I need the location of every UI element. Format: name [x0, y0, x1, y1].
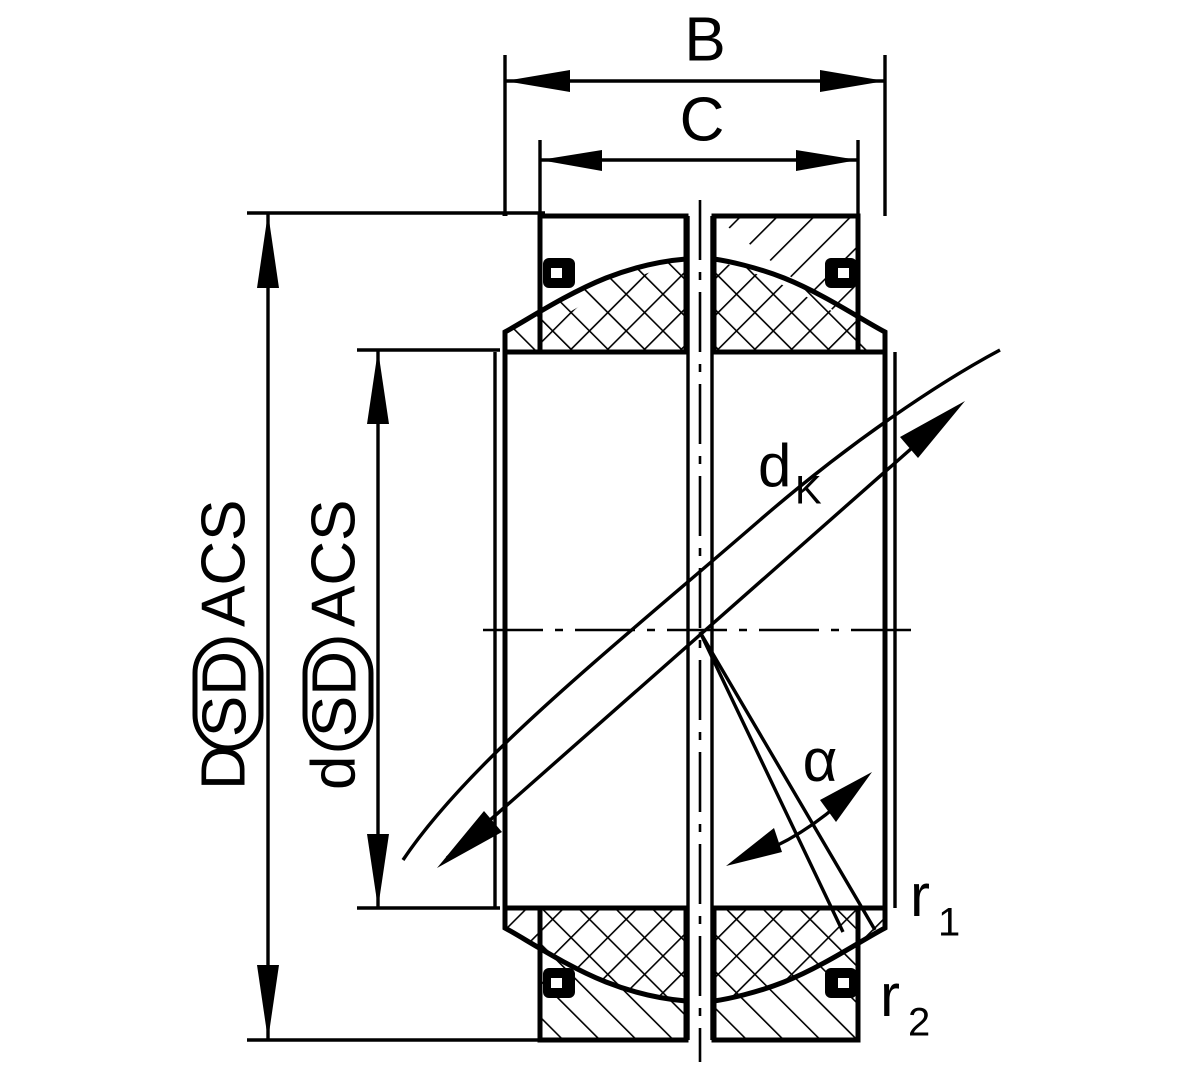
label-chamfer-r2: r — [880, 962, 900, 1029]
sd-badge-bore: SD — [300, 637, 374, 751]
label-outer-diameter-suffix: ACS — [189, 500, 258, 627]
alpha-line-1 — [698, 631, 845, 933]
dimension-label-C: C — [680, 85, 725, 154]
arrowhead-left — [540, 150, 602, 171]
arrowhead-right — [820, 70, 885, 92]
seal-top-left — [543, 258, 575, 288]
label-outer-diameter-group: D SD ACS — [189, 500, 264, 790]
arrowhead-up — [257, 213, 279, 288]
dimension-d — [367, 350, 389, 908]
arrowhead-down — [367, 834, 389, 908]
inner-ring-top-left — [502, 256, 687, 355]
dimension-D — [257, 213, 279, 1040]
bearing-body — [502, 213, 888, 1043]
dimension-C: C — [540, 85, 858, 171]
seal-group — [543, 258, 857, 998]
arrowhead-lower-left — [437, 811, 502, 868]
angle-alpha-group: α — [698, 631, 877, 933]
label-bore-diameter-mark: SD — [300, 651, 369, 737]
label-outer-diameter-mark: SD — [190, 651, 259, 737]
label-outer-diameter: D — [189, 745, 258, 790]
arrowhead-left — [505, 70, 570, 92]
label-ball-diameter-sub: K — [795, 469, 822, 513]
extension-lines — [247, 55, 887, 1042]
center-lines — [483, 200, 917, 1062]
arrowhead-down — [257, 965, 279, 1040]
label-chamfer-r2-sub: 2 — [908, 1001, 930, 1045]
seal-bottom-right — [825, 968, 857, 998]
dimension-dK: d K — [401, 348, 1001, 868]
arrowhead-right — [796, 150, 858, 171]
alpha-arrow-left — [726, 828, 782, 866]
arrowhead-up — [367, 350, 389, 424]
alpha-line-2 — [698, 631, 877, 931]
dimension-label-B: B — [684, 5, 725, 74]
label-chamfer-r1-group: r 1 — [910, 862, 960, 945]
ball-sphere-arc-upper — [401, 348, 1001, 861]
label-bore-diameter: d — [299, 756, 368, 790]
label-chamfer-r1: r — [910, 862, 930, 929]
sd-badge-outer: SD — [190, 637, 264, 751]
arrowhead-upper-right — [900, 401, 965, 458]
alpha-arrow-right — [820, 772, 872, 822]
seal-top-right — [825, 258, 857, 288]
label-chamfer-r2-group: r 2 — [880, 962, 930, 1045]
inner-ring-bottom-left — [502, 905, 687, 1004]
label-angle-alpha: α — [803, 727, 838, 794]
label-chamfer-r1-sub: 1 — [938, 901, 960, 945]
seal-bottom-left — [543, 968, 575, 998]
dimension-B: B — [505, 5, 885, 92]
label-ball-diameter: d — [758, 432, 791, 499]
label-bore-diameter-suffix: ACS — [299, 500, 368, 627]
label-bore-diameter-group: d SD ACS — [299, 500, 374, 790]
